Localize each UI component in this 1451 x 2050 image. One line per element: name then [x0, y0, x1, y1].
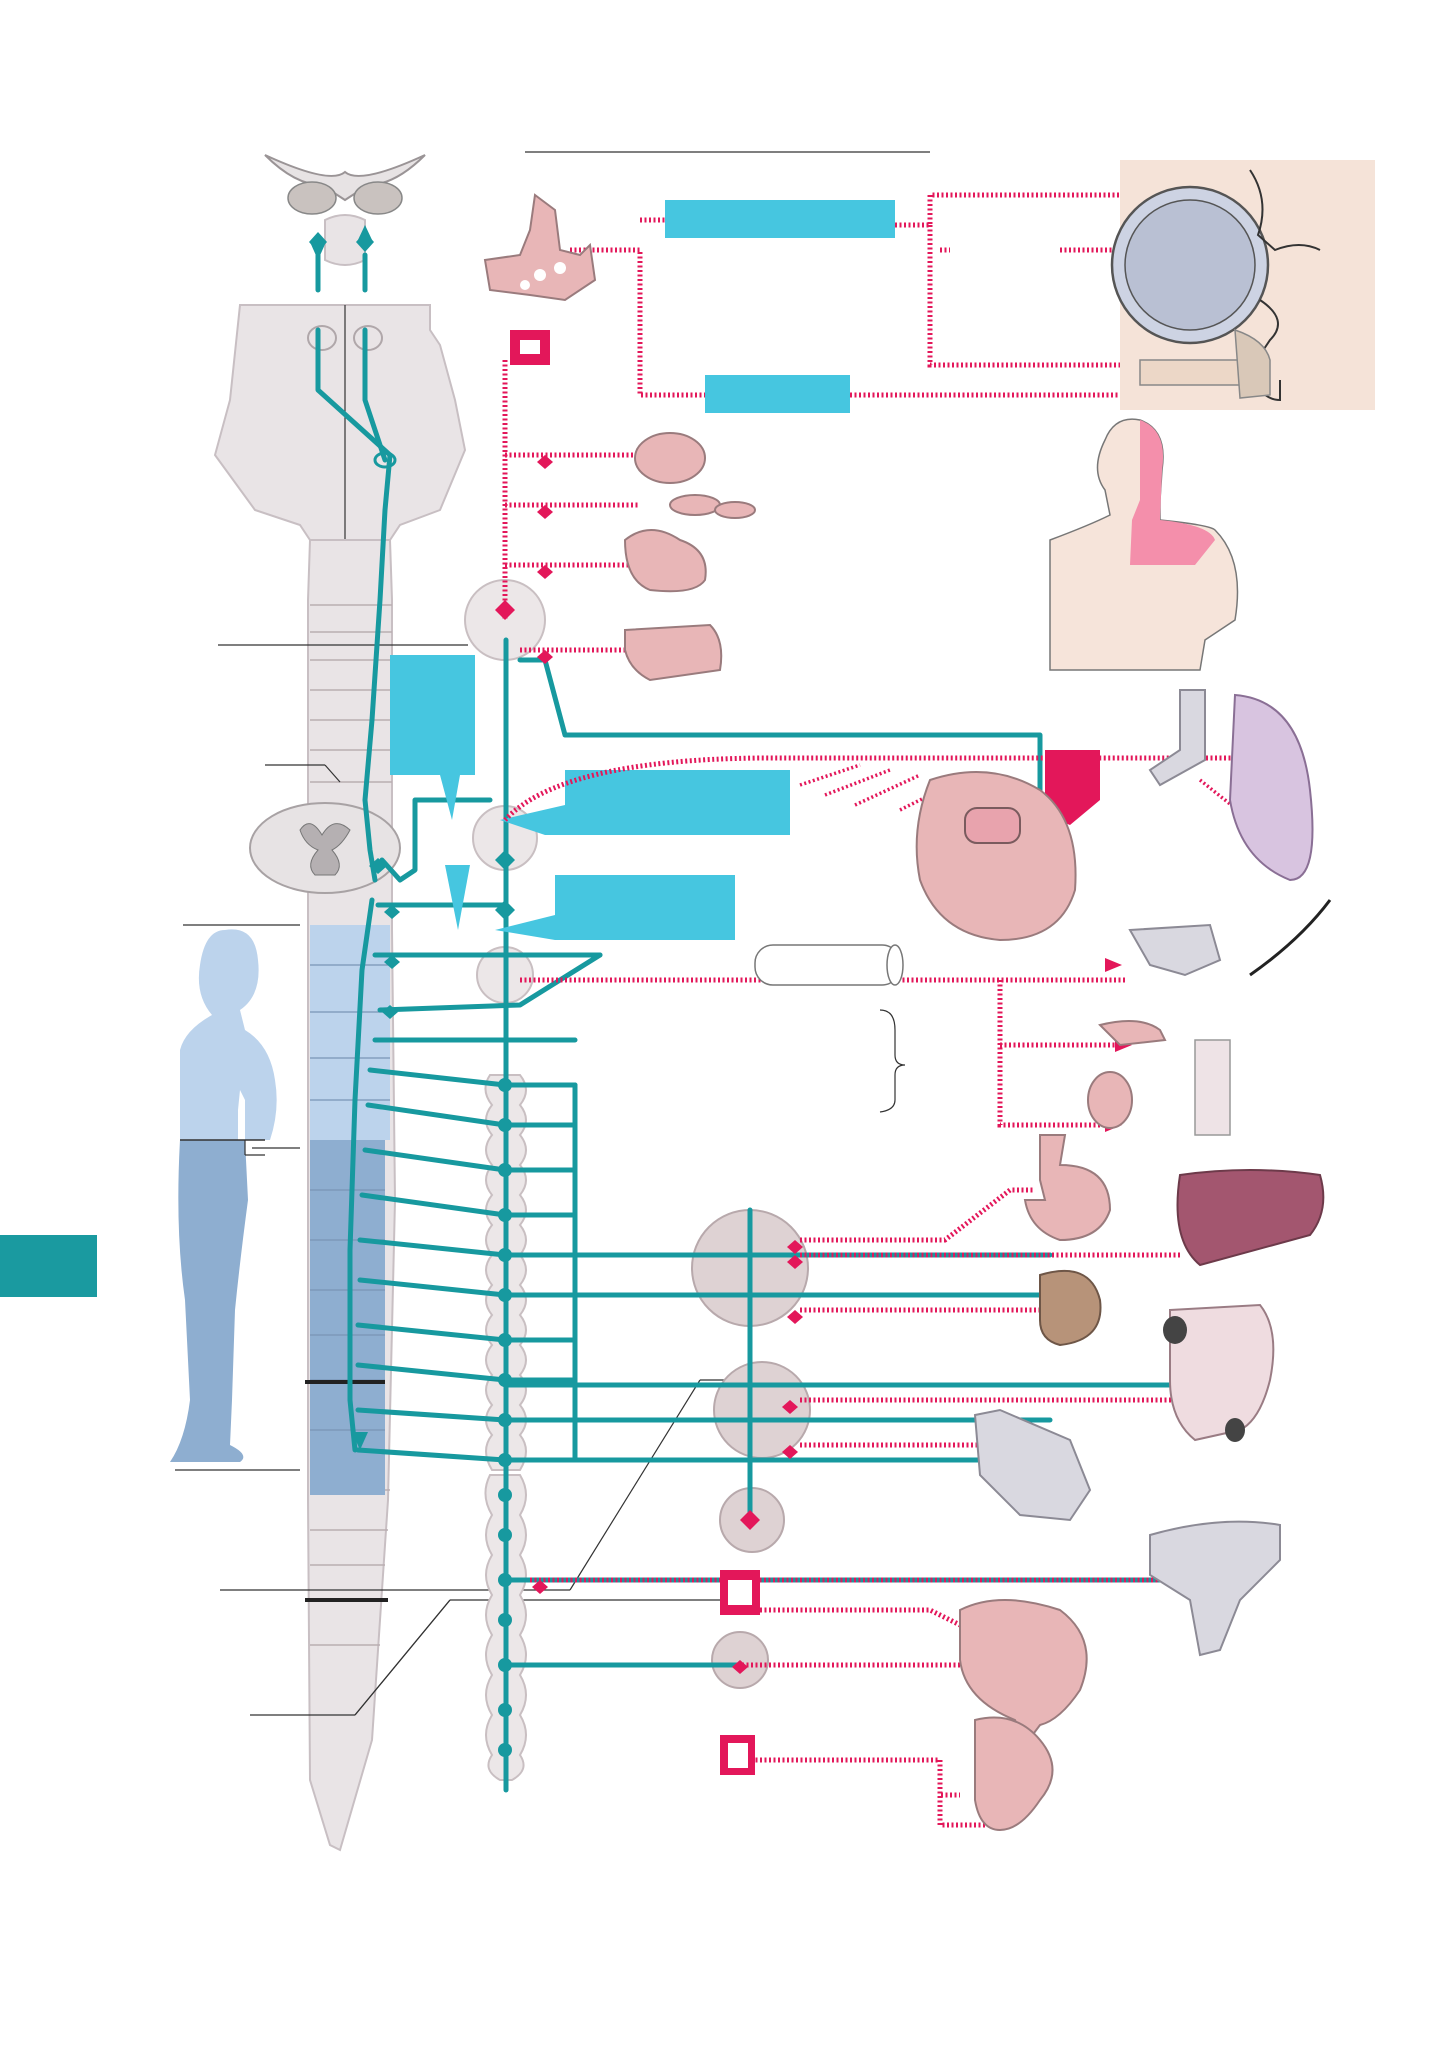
brace [879, 1009, 906, 1113]
medulla-pons [213, 304, 467, 541]
pelvic-ganglia [720, 1570, 760, 1775]
postganglionic-nodes [495, 455, 1043, 1674]
cord-arrowheads [310, 225, 373, 1450]
upper-organs [623, 432, 756, 682]
kidney [1039, 1269, 1102, 1347]
stomach [1023, 1134, 1112, 1242]
standing-figure [170, 929, 277, 1462]
chapter-tab-edge [92, 1235, 97, 1297]
postganglionic-fibers [502, 192, 1292, 1828]
trachea-and-lung [1148, 689, 1314, 882]
urinary-bladder [959, 1599, 1088, 1748]
nerve-sheath [754, 944, 904, 986]
small-intestine [1163, 1303, 1275, 1442]
salivary-gland [1087, 923, 1231, 1136]
liver [1176, 1169, 1325, 1267]
carotid-vessel [483, 193, 597, 365]
heart [915, 771, 1077, 942]
colon [973, 1408, 1092, 1522]
rectum [1149, 1520, 1281, 1657]
lacrimal-gland [1139, 328, 1271, 399]
brainstem-section [264, 154, 426, 266]
callout-boxes [390, 200, 895, 940]
tube-line [1249, 899, 1332, 977]
spinal-cord-cross-section [249, 802, 401, 894]
preganglionic-nodes [309, 232, 515, 1757]
esophagus-dark [1045, 750, 1100, 825]
genitalia [974, 1716, 1054, 1832]
head-and-shoulders-figure [1049, 410, 1250, 671]
chapter-tab [0, 1235, 92, 1297]
